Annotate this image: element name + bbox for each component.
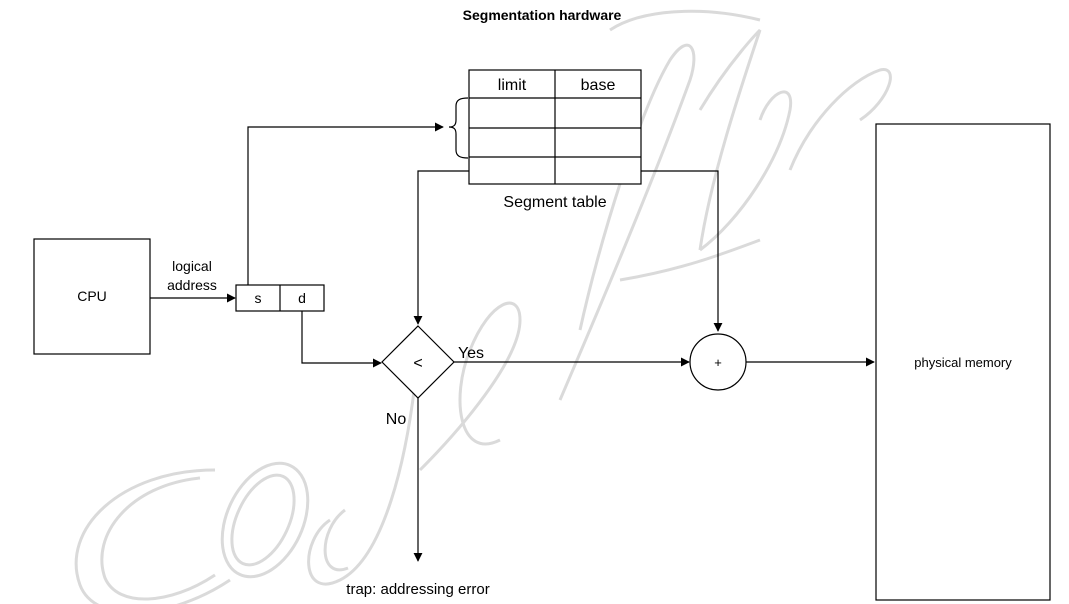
- physical-memory-label: physical memory: [914, 355, 1012, 370]
- logical-address-label-line2: address: [167, 277, 217, 293]
- arrow-limit-to-comparator: [413, 170, 469, 325]
- segment-table-brace: [448, 97, 469, 159]
- adder-symbol: +: [714, 355, 722, 370]
- comparator-symbol: <: [413, 355, 422, 372]
- segment-table: [468, 69, 642, 185]
- cpu-box: [33, 238, 151, 355]
- comparator-no-label: No: [386, 411, 407, 428]
- physical-memory-box: [875, 123, 1051, 601]
- segment-table-caption: Segment table: [503, 194, 606, 211]
- cpu-label: CPU: [77, 288, 107, 304]
- arrow-s-to-segment-table: [247, 122, 444, 285]
- segment-number-field: s: [255, 290, 262, 306]
- arrow-offset-to-comparator: [301, 311, 382, 368]
- segment-table-column-base: base: [581, 77, 616, 94]
- arrow-base-to-adder: [641, 170, 723, 332]
- segment-table-column-limit: limit: [498, 77, 527, 94]
- logical-address-label-line1: logical: [172, 258, 212, 274]
- trap-label: trap: addressing error: [346, 581, 489, 598]
- comparator-yes-label: Yes: [458, 345, 484, 362]
- watermark: [74, 9, 892, 604]
- diagram-title: Segmentation hardware: [463, 7, 622, 23]
- offset-field: d: [298, 290, 306, 306]
